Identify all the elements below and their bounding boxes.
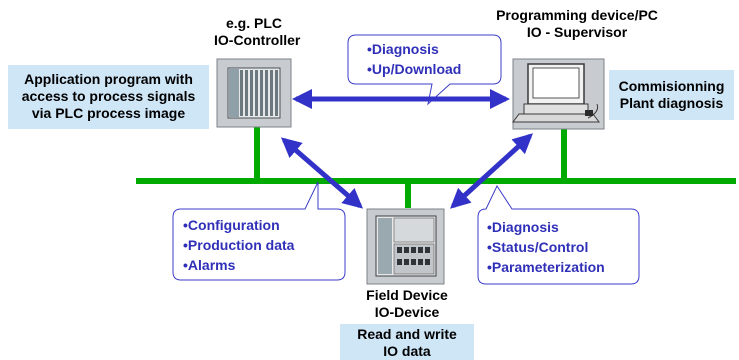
callout-top-item: •Up/Download — [367, 61, 462, 77]
arrow-plc-to-field-device — [280, 137, 364, 209]
pc-title-line-2: IO - Supervisor — [526, 24, 628, 40]
callout-right-item: •Diagnosis — [487, 219, 559, 235]
plc-title: e.g. PLC IO-Controller — [214, 15, 301, 49]
pc-title: Programming device/PC IO - Supervisor — [482, 7, 672, 41]
pc-commissioning-box: Commisionning Plant diagnosis — [609, 70, 734, 120]
callout-bubble-right — [477, 184, 640, 285]
pc-workstation-icon — [512, 63, 600, 123]
callout-top-text: •Diagnosis •Up/Download — [367, 39, 461, 79]
plc-title-line-2: IO-Controller — [214, 32, 301, 48]
industrial-ethernet-bus — [136, 178, 736, 184]
arrow-pc-to-field-device — [450, 133, 533, 209]
callout-right-text: •Diagnosis •Status/Control •Parameteriza… — [487, 217, 605, 277]
field-device-title-line-1: Field Device — [366, 287, 448, 303]
pc-title-line-1: Programming device/PC — [496, 7, 658, 23]
callout-left-item: •Production data — [183, 237, 295, 253]
callout-left-item: •Configuration — [183, 217, 280, 233]
pc-bus-drop — [561, 127, 567, 179]
callout-bubble-left — [172, 181, 346, 281]
field-device-bus-drop — [405, 184, 411, 208]
field-device-io-line-1: Read and write — [357, 326, 457, 342]
callout-left-text: •Configuration •Production data •Alarms — [183, 215, 294, 275]
field-device-title-line-2: IO-Device — [374, 304, 440, 320]
field-device-io-line-2: IO data — [383, 343, 431, 359]
field-device-title: Field Device IO-Device — [352, 287, 462, 321]
plc-application-line-2: access to process signals — [21, 88, 196, 104]
callout-right-item: •Status/Control — [487, 239, 589, 255]
plc-bus-drop — [254, 127, 260, 179]
callout-right-item: •Parameterization — [487, 259, 605, 275]
plc-application-line-1: Application program with — [24, 71, 193, 87]
field-device-io-box: Read and write IO data — [340, 324, 474, 360]
callout-top-item: •Diagnosis — [367, 41, 439, 57]
plc-rack-icon — [227, 67, 281, 119]
plc-title-line-1: e.g. PLC — [225, 15, 282, 31]
field-device-module-icon — [375, 215, 437, 277]
callout-left-item: •Alarms — [183, 257, 236, 273]
pc-commissioning-line-1: Commisionning — [618, 78, 725, 94]
pc-commissioning-line-2: Plant diagnosis — [619, 95, 724, 111]
plc-application-line-3: via PLC process image — [31, 105, 186, 121]
plc-application-box: Application program with access to proce… — [8, 65, 209, 129]
